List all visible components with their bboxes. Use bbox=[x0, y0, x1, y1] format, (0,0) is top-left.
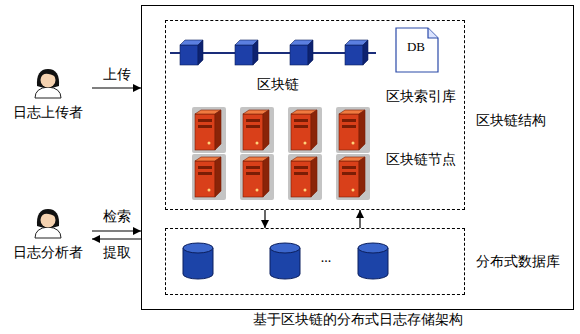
edge-label: 提取 bbox=[101, 244, 133, 262]
database-region: 分布式数据库 bbox=[165, 228, 465, 295]
edge-label: 上传 bbox=[101, 66, 133, 84]
system-frame: 基于区块链的分布式日志存储架构区块链结构分布式数据库 bbox=[141, 5, 574, 310]
flow-arrow bbox=[92, 230, 141, 231]
edge-label: 检索 bbox=[101, 208, 133, 226]
flow-arrow bbox=[264, 210, 265, 228]
region-heading: 分布式数据库 bbox=[476, 253, 560, 271]
ellipsis: ... bbox=[321, 249, 332, 267]
flow-arrow bbox=[92, 87, 141, 88]
figure-caption: 基于区块链的分布式日志存储架构 bbox=[142, 311, 573, 329]
user-actor: 日志上传者 bbox=[5, 68, 91, 122]
actor-name: 日志上传者 bbox=[5, 104, 91, 122]
actor-name: 日志分析者 bbox=[5, 244, 91, 262]
user-actor: 日志分析者 bbox=[5, 208, 91, 262]
flow-arrow bbox=[359, 210, 360, 228]
region-heading: 区块链结构 bbox=[476, 112, 546, 130]
db-icon-text: DB bbox=[407, 38, 425, 56]
node-label: 区块链节点 bbox=[386, 151, 456, 169]
index-db-label: 区块索引库 bbox=[386, 88, 456, 106]
chain-label: 区块链 bbox=[257, 76, 299, 94]
flow-arrow bbox=[92, 238, 141, 239]
